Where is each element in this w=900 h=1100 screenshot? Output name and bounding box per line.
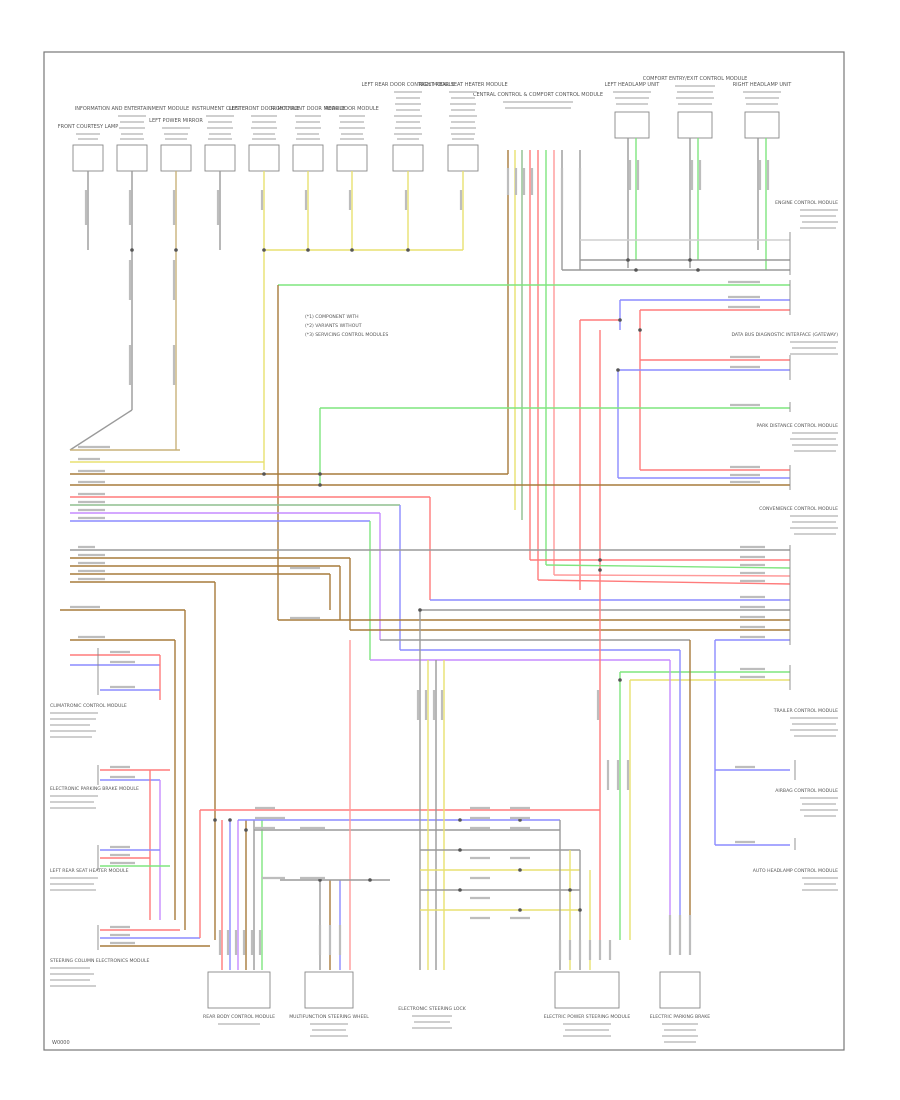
label-power-steering: ELECTRIC POWER STEERING MODULE: [544, 1014, 631, 1020]
wire-75: [537, 579, 791, 585]
wire-74: [553, 574, 791, 577]
right-label-filler: [790, 209, 838, 891]
rear-body-module-box: [207, 971, 271, 1009]
legend-line-1: (*1) COMPONENT WITH: [305, 314, 359, 320]
label-lr-seat-heater: LEFT REAR SEAT HEATER MODULE: [50, 868, 129, 874]
wire-11: [69, 409, 133, 451]
bottom-component-labels: REAR BODY CONTROL MODULE MULTIFUNCTION S…: [203, 1006, 710, 1020]
label-gateway: DATA BUS DIAGNOSTIC INTERFACE (GATEWAY): [731, 332, 838, 338]
label-engine-control: ENGINE CONTROL MODULE: [775, 200, 838, 206]
label-filler-lines: [76, 85, 781, 140]
label-parking-brake: ELECTRIC PARKING BRAKE: [650, 1014, 711, 1020]
bottom-label-filler: [218, 1015, 698, 1043]
legend-line-3: (*3) SERVICING CONTROL MODULES: [305, 332, 388, 338]
label-rear-body: REAR BODY CONTROL MODULE: [203, 1014, 275, 1020]
legend-line-2: (*2) VARIANTS WITHOUT: [305, 323, 362, 329]
label-left-headlamp: LEFT HEADLAMP UNIT: [605, 82, 661, 88]
label-instrument: INSTRUMENT CLUSTER: [192, 106, 250, 112]
label-lr-door: LEFT REAR DOOR CONTROL MODULE: [362, 82, 455, 88]
label-airbag: AIRBAG CONTROL MODULE: [775, 788, 838, 794]
label-epb: ELECTRONIC PARKING BRAKE MODULE: [50, 786, 139, 792]
left-label-filler: [50, 712, 98, 987]
wire-tags: [70, 160, 770, 960]
label-steering-lock: ELECTRONIC STEERING LOCK: [398, 1006, 466, 1012]
steering-wheel-box: [304, 971, 354, 1009]
right-component-labels: ENGINE CONTROL MODULE DATA BUS DIAGNOSTI…: [731, 200, 838, 874]
label-mf-steering: MULTIFUNCTION STEERING WHEEL: [289, 1014, 369, 1020]
top-component-labels: FRONT COURTESY LAMP INFORMATION AND ENTE…: [58, 76, 793, 130]
label-auto-headlamp: AUTO HEADLAMP CONTROL MODULE: [753, 868, 838, 874]
label-info-module: INFORMATION AND ENTERTAINMENT MODULE: [75, 106, 189, 112]
label-rear-door: REAR DOOR MODULE: [325, 106, 379, 112]
splice-dots: [130, 248, 700, 912]
label-convenience: CONVENIENCE CONTROL MODULE: [759, 506, 838, 512]
label-climatronic: CLIMATRONIC CONTROL MODULE: [50, 703, 127, 709]
label-right-headlamp: RIGHT HEADLAMP UNIT: [733, 82, 793, 88]
bottom-modules: [207, 971, 701, 1009]
label-trailer: TRAILER CONTROL MODULE: [773, 708, 838, 714]
label-rr-seat: RIGHT REAR SEAT HEATER MODULE: [418, 82, 507, 88]
label-comfort-entry: COMFORT ENTRY/EXIT CONTROL MODULE: [643, 76, 748, 82]
label-left-mirror: LEFT POWER MIRROR: [149, 118, 203, 124]
top-connector-boxes: [72, 111, 780, 172]
label-central-control: CENTRAL CONTROL & COMFORT CONTROL MODULE: [473, 92, 603, 98]
wire-73: [545, 564, 791, 569]
label-front-courtesy: FRONT COURTESY LAMP: [58, 124, 119, 130]
label-steering-column: STEERING COLUMN ELECTRONICS MODULE: [50, 958, 150, 964]
label-rf-door: RIGHT FRONT DOOR MODULE: [271, 106, 345, 112]
label-park-distance: PARK DISTANCE CONTROL MODULE: [756, 423, 838, 429]
footer-code: W0000: [52, 1040, 70, 1046]
steering-lock-box: [554, 971, 620, 1009]
legend-note: (*1) COMPONENT WITH (*2) VARIANTS WITHOU…: [305, 314, 388, 338]
left-component-labels: CLIMATRONIC CONTROL MODULE ELECTRONIC PA…: [50, 703, 150, 964]
power-steering-box: [659, 971, 701, 1009]
right-connectors: [789, 232, 796, 850]
label-lf-door: LEFT FRONT DOOR MODULE: [229, 106, 300, 112]
